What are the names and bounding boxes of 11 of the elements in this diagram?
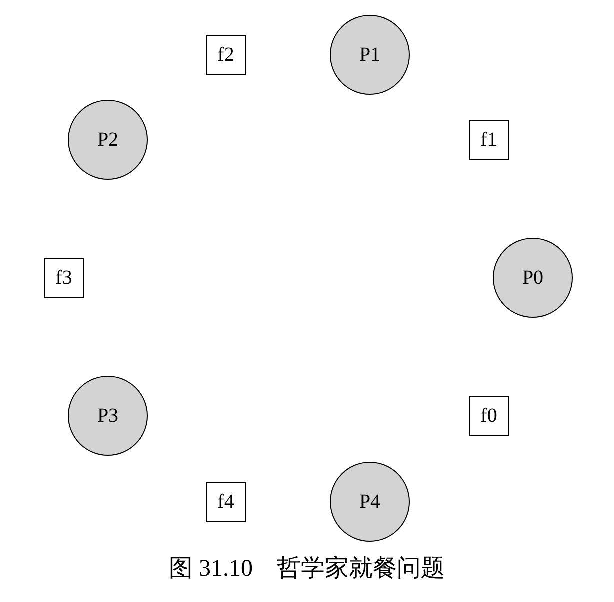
fork-box: f4 — [206, 482, 246, 522]
fork-box: f2 — [206, 35, 246, 75]
fork-box: f3 — [44, 258, 84, 298]
philosopher-circle: P2 — [68, 100, 148, 180]
philosopher-circle: P1 — [330, 15, 410, 95]
figure-caption: 图 31.10 哲学家就餐问题 — [168, 554, 446, 584]
philosopher-circle: P0 — [493, 238, 573, 318]
fork-box: f0 — [469, 396, 509, 436]
philosopher-circle: P4 — [330, 462, 410, 542]
fork-box: f1 — [469, 120, 509, 160]
philosopher-circle: P3 — [68, 376, 148, 456]
